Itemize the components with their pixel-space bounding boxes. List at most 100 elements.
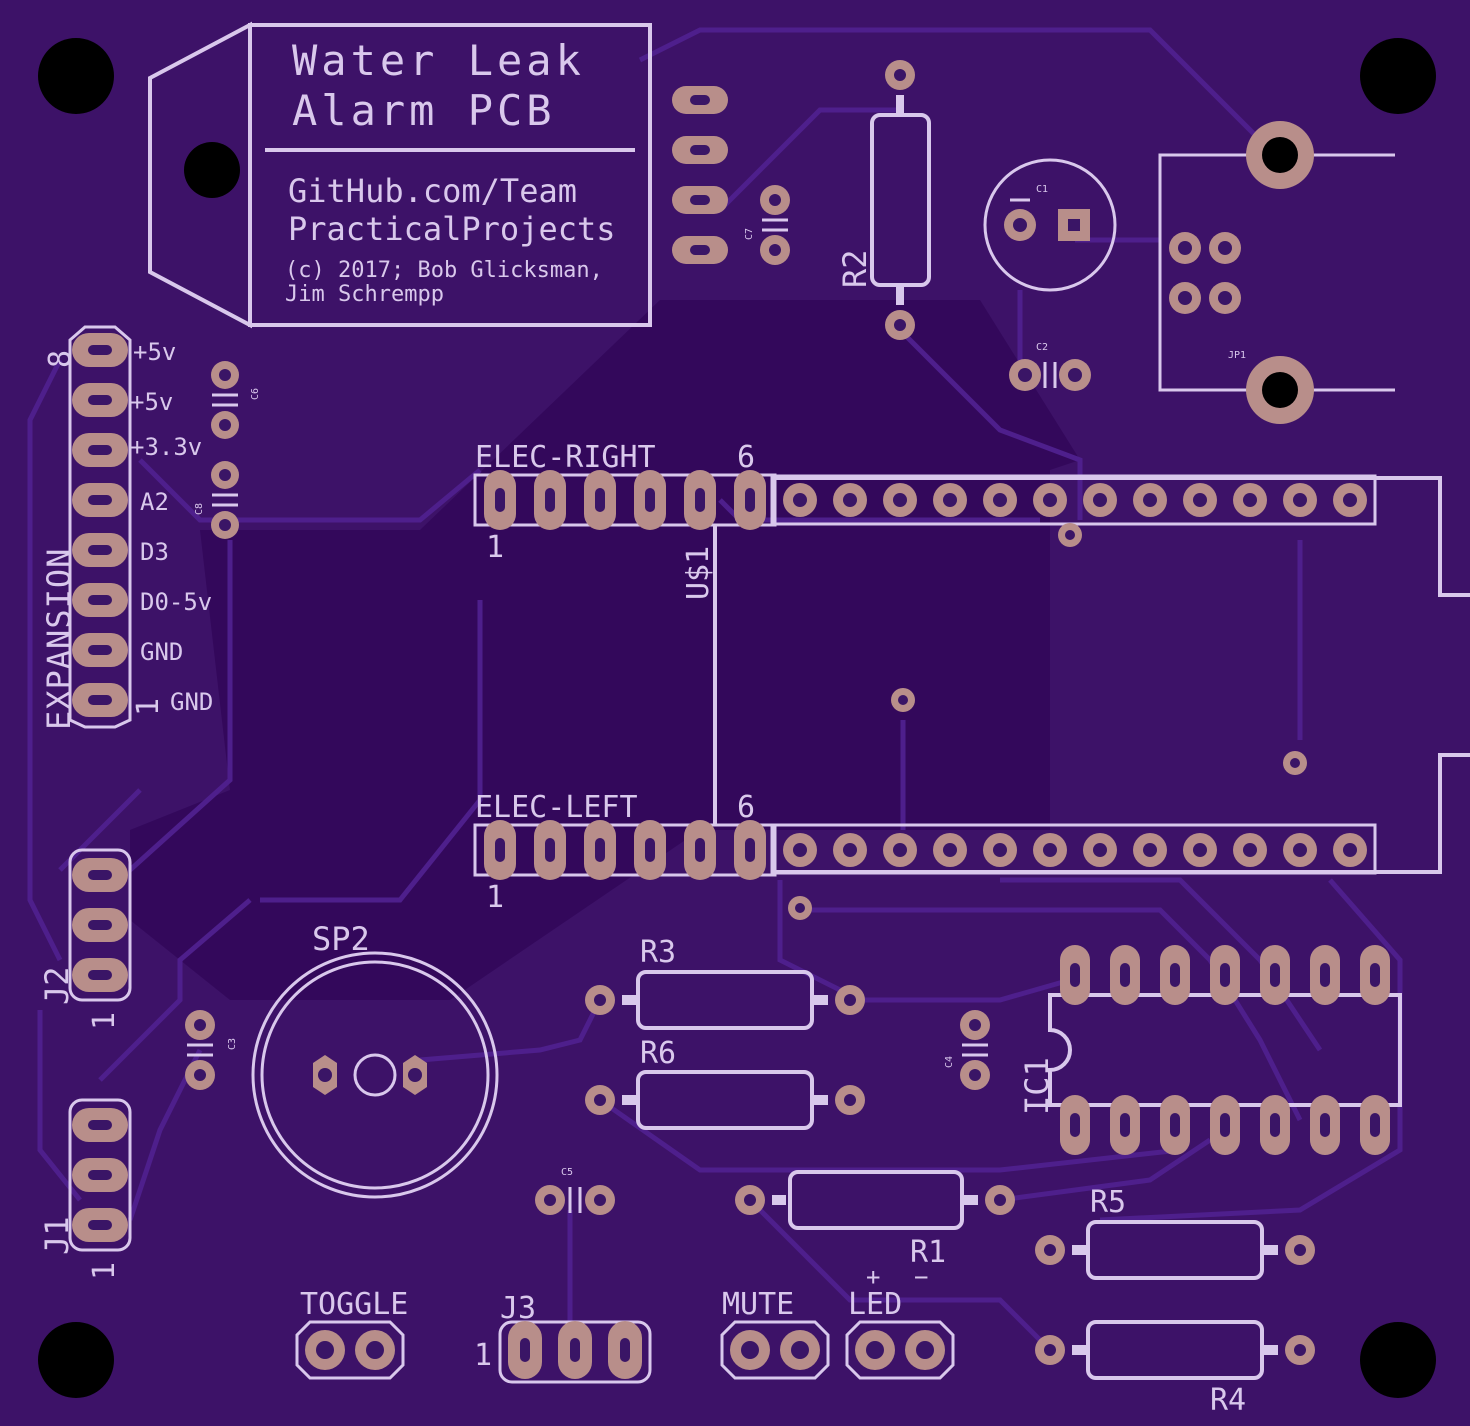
- label-r1: R1: [910, 1235, 946, 1270]
- mounting-holes: [38, 38, 1436, 1398]
- label-c3: C3: [227, 1038, 238, 1050]
- elec-left-pin-6: 6: [737, 790, 755, 825]
- expansion-label: EXPANSION: [40, 548, 78, 730]
- drill-hole: [645, 488, 655, 512]
- resistor-r2: R2: [836, 60, 931, 340]
- drill-hole: [88, 595, 112, 605]
- capacitor-c5: C5: [535, 1167, 615, 1215]
- drill-hole: [993, 493, 1007, 507]
- resistor-body: [636, 1070, 814, 1130]
- chip-ic1: IC1: [1018, 993, 1402, 1115]
- drill-hole: [88, 920, 112, 930]
- expansion-pin-labels: +5v +5v +3.3v A2 D3 D0-5v GND GND: [130, 338, 213, 716]
- capacitor-c6: C6: [211, 361, 261, 439]
- drill-hole: [1293, 493, 1307, 507]
- elec-right-pin-6: 6: [737, 440, 755, 475]
- label-j3: J3: [500, 1291, 536, 1326]
- drill-hole: [594, 994, 606, 1006]
- label-u1: U$1: [681, 546, 716, 600]
- label-j1: J1: [38, 1216, 76, 1255]
- capacitor-c4: C4: [944, 1010, 990, 1090]
- label-c4: C4: [944, 1056, 955, 1068]
- expansion-pin-label: GND: [140, 638, 183, 666]
- drill-hole: [1044, 1344, 1056, 1356]
- drill-hole: [1320, 963, 1330, 987]
- label-c7: C7: [744, 228, 755, 240]
- elec-left-pin-1: 1: [486, 880, 504, 915]
- drill-hole: [1220, 963, 1230, 987]
- led-connector: [845, 1320, 955, 1380]
- connector-j2: [68, 848, 132, 1002]
- drill-hole: [943, 493, 957, 507]
- label-c2: C2: [1036, 342, 1048, 353]
- drill-hole: [843, 493, 857, 507]
- capacitor-c3: C3: [185, 1010, 238, 1090]
- drill-hole: [88, 1170, 112, 1180]
- drill-hole: [741, 1341, 759, 1359]
- elec-left-header: [473, 820, 777, 880]
- drill-hole: [866, 1341, 884, 1359]
- label-c5: C5: [561, 1167, 573, 1178]
- lead: [772, 1195, 786, 1205]
- drill-hole: [1093, 493, 1107, 507]
- label-j3-pin1: 1: [474, 1338, 492, 1373]
- drill-hole: [316, 1341, 334, 1359]
- drill-hole: [620, 1338, 630, 1362]
- resistor-r1: [735, 1170, 1015, 1230]
- bottom-connectors: [295, 1320, 955, 1384]
- drill-hole: [1120, 963, 1130, 987]
- drill-hole: [943, 843, 957, 857]
- expansion-pin-label: +3.3v: [130, 433, 202, 461]
- label-c8: C8: [194, 503, 205, 515]
- connector-outline: [845, 1320, 955, 1380]
- label-led-minus: −: [914, 1263, 928, 1291]
- label-mute: MUTE: [722, 1287, 794, 1322]
- lead: [814, 995, 828, 1005]
- drill-hole: [993, 843, 1007, 857]
- connector-outline: [720, 1320, 830, 1380]
- label-toggle: TOGGLE: [300, 1287, 408, 1322]
- label-c6: C6: [250, 388, 261, 400]
- toggle-connector: [295, 1320, 405, 1380]
- lead: [1264, 1345, 1278, 1355]
- drill-hole: [791, 1341, 809, 1359]
- lead: [964, 1195, 978, 1205]
- capacitor-c2: C2: [1009, 342, 1091, 391]
- drill-hole: [88, 345, 112, 355]
- drill-hole: [495, 838, 505, 862]
- drill-hole: [1270, 963, 1280, 987]
- drill-hole: [745, 488, 755, 512]
- drill-hole: [1170, 1113, 1180, 1137]
- label-led: LED: [848, 1287, 902, 1322]
- drill-hole: [793, 843, 807, 857]
- credit-line-1: (c) 2017; Bob Glicksman,: [285, 258, 603, 283]
- lead: [1072, 1345, 1086, 1355]
- module-pin-row-bottom: [783, 833, 1367, 867]
- drill-hole: [893, 843, 907, 857]
- elec-left-label: ELEC-LEFT: [475, 790, 638, 825]
- connector-j3: [498, 1320, 652, 1384]
- lead: [1072, 1245, 1086, 1255]
- resistor-r3: [585, 970, 865, 1030]
- power-jack-jp1: JP1: [1158, 121, 1395, 424]
- drill-hole: [1093, 843, 1107, 857]
- resistor-r4: [1035, 1320, 1315, 1380]
- j1-outline: [68, 1098, 132, 1252]
- drill-hole: [843, 843, 857, 857]
- resistors: [585, 970, 1315, 1380]
- label-j2-pin1: 1: [87, 1012, 122, 1030]
- resistor-r5: [1035, 1220, 1315, 1280]
- resistor-body: [636, 970, 814, 1030]
- label-r5: R5: [1090, 1185, 1126, 1220]
- elec-left-outline: [473, 823, 777, 877]
- expansion-pin-label: +5v: [133, 338, 176, 366]
- drill-hole: [744, 1194, 756, 1206]
- drill-hole: [1270, 1113, 1280, 1137]
- drill-hole: [1070, 963, 1080, 987]
- drill-hole: [570, 1338, 580, 1362]
- expansion-pin-label: D0-5v: [140, 588, 212, 616]
- drill-hole: [1243, 493, 1257, 507]
- drill-hole: [793, 493, 807, 507]
- drill-hole: [1043, 493, 1057, 507]
